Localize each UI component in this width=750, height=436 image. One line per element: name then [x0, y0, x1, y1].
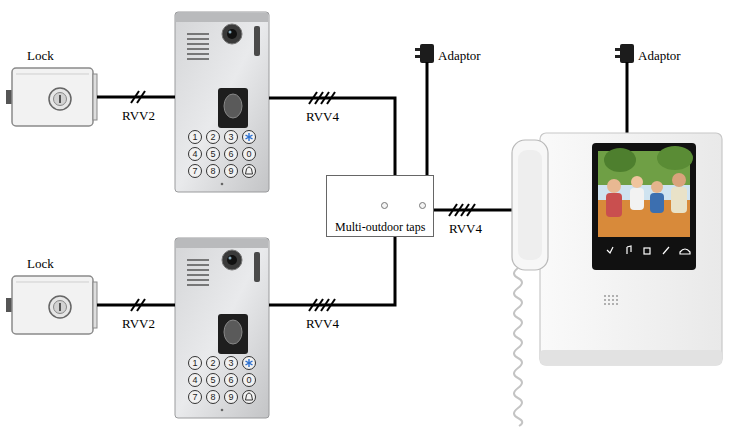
screw-hole: [381, 202, 388, 209]
cable-line: [269, 237, 395, 305]
power-adaptor: Adaptor: [414, 44, 504, 66]
key-label: 0: [243, 374, 255, 386]
wire-count-mark: [327, 299, 335, 311]
device-label: Lock: [27, 48, 54, 63]
key-label: 7: [189, 391, 201, 403]
key-label: 5: [207, 148, 219, 160]
wire-count-mark: [137, 299, 145, 311]
key-label: 7: [189, 165, 201, 177]
wire-count-mark: [327, 92, 335, 104]
wire-count-mark: [137, 91, 145, 103]
lock-device: Lock: [5, 252, 97, 336]
power-cord: [626, 66, 629, 133]
key-label: 1: [189, 357, 201, 369]
key-label: 8: [207, 165, 219, 177]
power-adaptor: Adaptor: [614, 44, 704, 66]
lock-device: Lock: [5, 44, 97, 128]
adaptor-plug: [415, 44, 434, 66]
key-label: 2: [207, 131, 219, 143]
device-label: Lock: [27, 256, 54, 271]
key-label: 2: [207, 357, 219, 369]
door-station-drawing: [175, 12, 269, 192]
cable-label: RVV4: [447, 221, 484, 236]
box-label: Multi-outdoor taps: [335, 220, 425, 234]
key-label: 9: [225, 165, 237, 177]
device-label: Adaptor: [438, 48, 481, 63]
lock-drawing: [6, 68, 97, 126]
key-label: 6: [225, 374, 237, 386]
key-label: 3: [225, 357, 237, 369]
indoor-monitor: [512, 133, 722, 426]
door-station: 123 456 7890: [175, 12, 269, 192]
key-label: 6: [225, 148, 237, 160]
key-label: 0: [243, 148, 255, 160]
cable-label: RVV4: [304, 109, 341, 124]
key-label: 8: [207, 391, 219, 403]
key-label: 3: [225, 131, 237, 143]
lock-drawing: [6, 276, 97, 334]
cable: [97, 299, 175, 311]
cable-label: RVV2: [120, 108, 157, 123]
cable-line: [269, 98, 395, 175]
screw-hole: [419, 202, 426, 209]
cable-line: [426, 66, 429, 175]
device-label: Adaptor: [638, 48, 681, 63]
cable-label: RVV2: [120, 316, 157, 331]
cable: [269, 92, 395, 175]
key-label: 1: [189, 131, 201, 143]
door-station-drawing: [175, 238, 269, 418]
key-label: 4: [189, 374, 201, 386]
key-label: 5: [207, 374, 219, 386]
cable-label: RVV4: [304, 316, 341, 331]
cable: [427, 66, 428, 175]
cable: [269, 237, 395, 311]
door-station: 123 456 7890: [175, 238, 269, 418]
key-label: 9: [225, 391, 237, 403]
adaptor-plug: [615, 44, 634, 66]
tap-box: Multi-outdoor taps: [326, 175, 434, 237]
key-label: 4: [189, 148, 201, 160]
cable: [97, 91, 175, 103]
